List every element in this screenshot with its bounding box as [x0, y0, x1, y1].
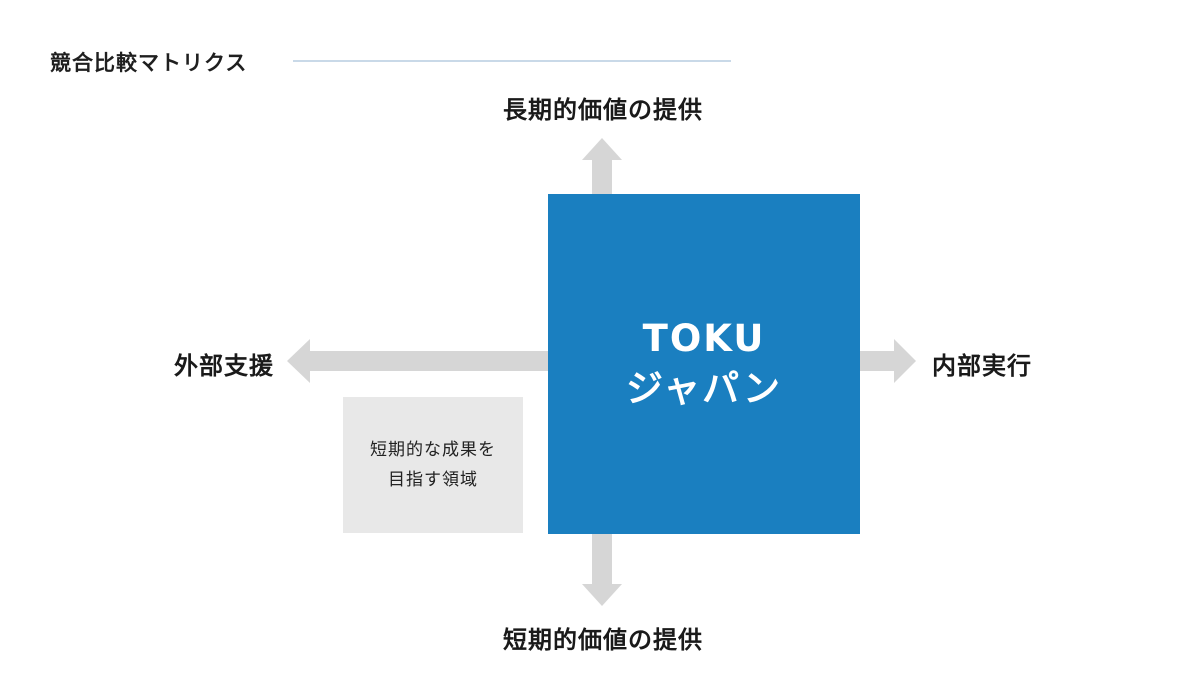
- arrow-up-icon: [582, 138, 622, 198]
- arrow-left-icon: [287, 339, 550, 383]
- axis-label-top: 長期的価値の提供: [503, 96, 703, 124]
- section-title: 競合比較マトリクス: [50, 51, 248, 75]
- axis-label-left: 外部支援: [174, 352, 274, 380]
- company-box: TOKU ジャパン: [548, 194, 860, 534]
- quadrant-note-line-1: 短期的な成果を: [370, 440, 496, 460]
- company-name-line-2: ジャパン: [626, 367, 782, 410]
- section-header: 競合比較マトリクス: [50, 48, 247, 76]
- arrow-down-icon: [582, 530, 622, 606]
- quadrant-note-line-2: 目指す領域: [388, 470, 478, 490]
- axis-label-right: 内部実行: [932, 352, 1032, 380]
- section-divider: [293, 60, 731, 62]
- company-name-line-1: TOKU: [642, 317, 766, 360]
- quadrant-note-box: 短期的な成果を 目指す領域: [343, 397, 523, 533]
- arrow-right-icon: [858, 339, 916, 383]
- axis-label-bottom: 短期的価値の提供: [503, 626, 703, 654]
